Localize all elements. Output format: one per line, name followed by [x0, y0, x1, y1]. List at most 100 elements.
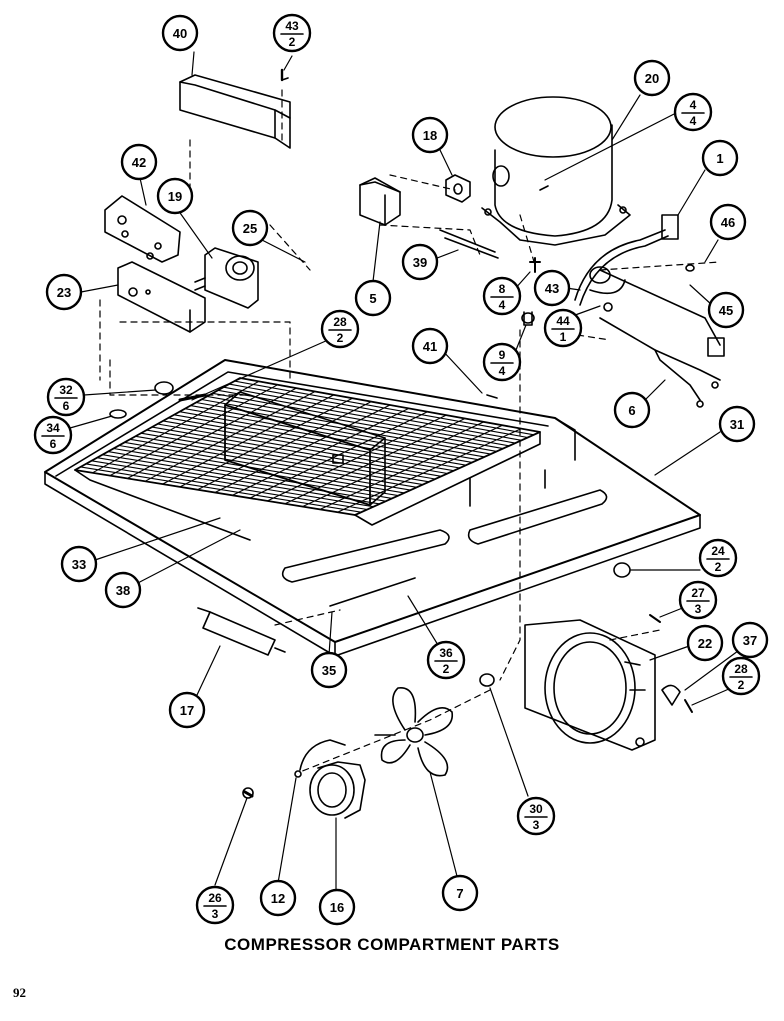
callout-4_4: 44 [673, 92, 713, 132]
diagram-title: COMPRESSOR COMPARTMENT PARTS [224, 935, 560, 954]
callout-circle [516, 796, 556, 836]
callout-text: 6 [63, 399, 70, 413]
wiring-harness-1 [574, 214, 725, 357]
callout-circle [161, 14, 199, 52]
callout-circle [401, 243, 439, 281]
callout-text: 33 [72, 557, 86, 572]
callout-circle [678, 580, 718, 620]
callout-circle [272, 13, 312, 53]
callout-text: 1 [716, 151, 723, 166]
callout-text: 43 [285, 19, 299, 33]
callout-12: 12 [259, 879, 297, 917]
callout-circle [168, 691, 206, 729]
callout-circle [104, 571, 142, 609]
callout-text: 31 [730, 417, 744, 432]
callout-33: 33 [60, 545, 98, 583]
callout-42: 42 [120, 143, 158, 181]
grommet-18 [445, 174, 471, 203]
callout-circle [354, 279, 392, 317]
callout-text: 41 [423, 339, 437, 354]
callout-19: 19 [156, 177, 194, 215]
callout-text: 45 [719, 303, 733, 318]
callout-text: 18 [423, 128, 437, 143]
callout-34: 346 [33, 415, 73, 455]
callout-text: 8 [499, 282, 506, 296]
callout-45: 45 [707, 291, 745, 329]
callout-text: 22 [698, 636, 712, 651]
relay-5 [359, 177, 401, 226]
callout-circle [673, 92, 713, 132]
bracket-23 [117, 261, 206, 333]
callout-text: 25 [243, 221, 257, 236]
callout-text: 43 [545, 281, 559, 296]
callout-circle [231, 209, 269, 247]
callout-text: 5 [369, 291, 376, 306]
callout-circle [721, 656, 761, 696]
callout-circle [46, 377, 86, 417]
callout-32: 326 [46, 377, 86, 417]
callout-38: 38 [104, 571, 142, 609]
callout-5: 5 [354, 279, 392, 317]
callout-circle [686, 624, 724, 662]
callout-circle [613, 391, 651, 429]
harness-6 [599, 317, 721, 408]
callout-circle [701, 139, 739, 177]
guide-lines [99, 89, 721, 773]
bracket-40 [179, 68, 291, 149]
callout-circle [709, 203, 747, 241]
callout-9_4: 94 [482, 342, 522, 382]
compressor-20 [481, 96, 631, 246]
callout-text: 4 [690, 114, 697, 128]
callout-41: 41 [411, 327, 449, 365]
callout-43a: 432 [272, 13, 312, 53]
callout-22: 22 [686, 624, 724, 662]
clip-39 [439, 229, 499, 259]
callout-circle [33, 415, 73, 455]
callout-text: 6 [50, 437, 57, 451]
callout-39: 39 [401, 243, 439, 281]
callout-circle [441, 874, 479, 912]
callout-text: 9 [499, 348, 506, 362]
callout-text: 32 [59, 383, 73, 397]
callout-text: 17 [180, 703, 194, 718]
callout-44: 441 [543, 308, 583, 348]
callout-28b: 282 [721, 656, 761, 696]
callout-circle [482, 276, 522, 316]
callout-text: 12 [271, 891, 285, 906]
callout-28a: 282 [320, 309, 360, 349]
callout-text: 16 [330, 900, 344, 915]
callout-circle [156, 177, 194, 215]
callout-23: 23 [45, 273, 83, 311]
base-pan [44, 359, 701, 657]
callout-text: 3 [533, 818, 540, 832]
callout-circle [310, 651, 348, 689]
callout-circle [60, 545, 98, 583]
callout-circle [120, 143, 158, 181]
callout-circle [318, 888, 356, 926]
callout-text: 26 [208, 891, 222, 905]
fan-shroud-panel [224, 391, 386, 506]
callout-text: 37 [743, 633, 757, 648]
callout-text: 20 [645, 71, 659, 86]
fan-blade-7 [374, 687, 454, 777]
callout-text: 28 [333, 315, 347, 329]
callout-circle [698, 538, 738, 578]
drier-17 [197, 607, 286, 656]
callout-circle [426, 640, 466, 680]
bracket-42 [104, 195, 181, 263]
callout-27: 273 [678, 580, 718, 620]
callout-31: 31 [718, 405, 756, 443]
callout-text: 27 [691, 586, 705, 600]
callout-text: 2 [715, 560, 722, 574]
callout-8_4: 84 [482, 276, 522, 316]
callout-circle [633, 59, 671, 97]
callout-46: 46 [709, 203, 747, 241]
fan-bracket-22 [524, 619, 656, 751]
callout-40: 40 [161, 14, 199, 52]
callout-text: 38 [116, 583, 130, 598]
callout-25: 25 [231, 209, 269, 247]
callout-24: 242 [698, 538, 738, 578]
callout-text: 4 [499, 364, 506, 378]
callout-text: 2 [443, 662, 450, 676]
